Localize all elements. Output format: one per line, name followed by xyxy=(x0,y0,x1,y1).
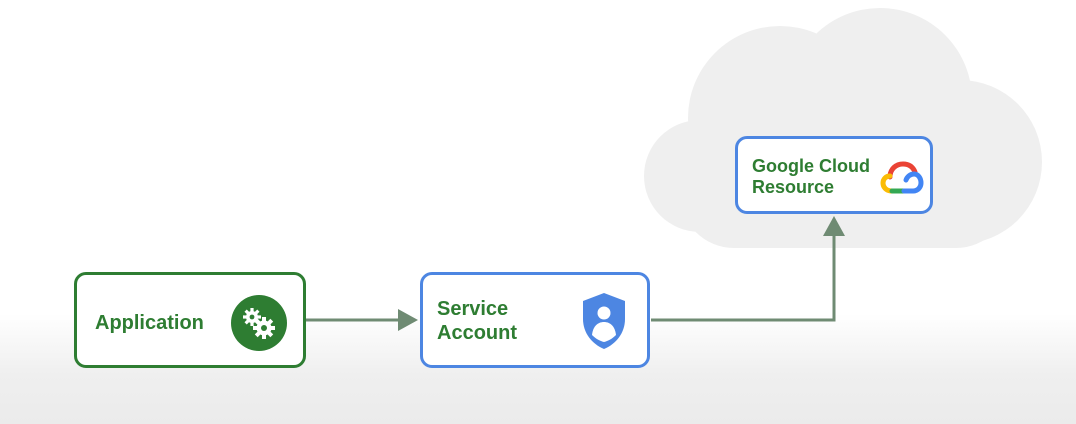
service-account-node[interactable]: Service Account xyxy=(420,272,650,368)
gears-icon xyxy=(231,295,287,351)
arrowhead-resource xyxy=(823,216,845,236)
shield-person-icon xyxy=(579,291,629,351)
gcp-resource-label-line1: Google Cloud xyxy=(752,156,870,176)
service-account-label-line2: Account xyxy=(437,322,517,344)
google-cloud-logo-icon xyxy=(880,161,924,195)
arrow-service-account-to-resource xyxy=(651,236,836,322)
service-account-label: Service Account xyxy=(437,297,557,345)
gcp-resource-label-line2: Resource xyxy=(752,177,835,197)
application-label: Application xyxy=(95,312,204,334)
service-account-label-line1: Service xyxy=(437,298,509,320)
arrowhead-service-account xyxy=(398,309,418,331)
gcp-resource-node[interactable]: Google Cloud Resource xyxy=(735,136,933,214)
arrows xyxy=(306,216,845,331)
gcp-resource-label: Google Cloud Resource xyxy=(752,156,892,198)
application-node[interactable]: Application xyxy=(74,272,306,368)
